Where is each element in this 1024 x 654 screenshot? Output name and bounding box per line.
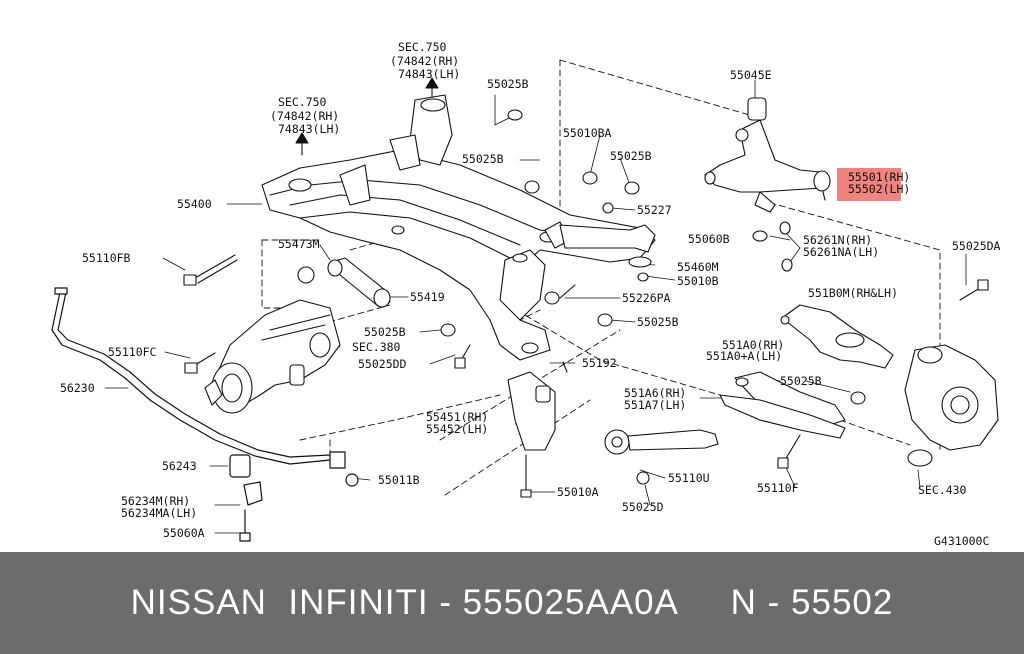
link-55419	[297, 257, 391, 308]
sec750-arrows	[295, 77, 439, 156]
label-55502: 55502(LH)	[848, 182, 910, 196]
label-55025b-5: 55025B	[364, 325, 406, 339]
label-55010b: 55010B	[677, 274, 719, 288]
label-sec380: SEC.380	[352, 340, 401, 354]
label-551a0: 551A0(RH)	[722, 338, 784, 352]
label-55110fb: 55110FB	[82, 251, 131, 265]
label-55045e: 55045E	[730, 68, 772, 82]
label-55060b: 55060B	[688, 232, 730, 246]
lower-links	[719, 371, 846, 439]
label-551a0a: 551A0+A(LH)	[706, 349, 782, 363]
stabilizer-bar	[51, 287, 359, 542]
knuckle	[904, 344, 999, 467]
diagram-ref-code: G431000C	[934, 534, 989, 548]
label-55501: 55501(RH)	[848, 170, 910, 184]
label-56230: 56230	[60, 381, 95, 395]
label-55011b: 55011B	[378, 473, 420, 487]
label-56261na: 56261NA(LH)	[803, 245, 879, 259]
label-55226pa: 55226PA	[622, 291, 671, 305]
label-55400: 55400	[177, 197, 212, 211]
label-55451: 55451(RH)	[426, 410, 488, 424]
toe-link	[604, 429, 719, 455]
part-number-banner: NISSAN INFINITI - 555025AA0A N - 55502	[0, 552, 1024, 654]
label-55025b-4: 55025B	[637, 315, 679, 329]
bracket-55451	[507, 371, 556, 498]
label-55025b-1: 55025B	[487, 77, 529, 91]
label-55060a: 55060A	[163, 526, 205, 540]
bolts	[183, 109, 989, 485]
parts-diagram: SEC.750 (74842(RH) 74843(LH) SEC.750 (74…	[51, 40, 1001, 548]
label-551a6: 551A6(RH)	[624, 386, 686, 400]
part-highlight	[837, 168, 901, 201]
label-56261n: 56261N(RH)	[803, 233, 872, 247]
part-labels: SEC.750 (74842(RH) 74843(LH) SEC.750 (74…	[60, 40, 1001, 548]
link-55227	[559, 224, 656, 268]
label-74842-top: (74842(RH)	[390, 54, 459, 68]
label-55192: 55192	[582, 356, 617, 370]
label-55473m: 55473M	[278, 237, 320, 251]
lower-arm-551b0m	[780, 304, 894, 369]
label-55110fc: 55110FC	[108, 345, 157, 359]
label-55110f: 55110F	[757, 481, 799, 495]
part-number-text: NISSAN INFINITI - 555025AA0A N - 55502	[130, 583, 894, 622]
label-55025da: 55025DA	[952, 239, 1001, 253]
label-55452: 55452(LH)	[426, 422, 488, 436]
label-74843-left: 74843(LH)	[278, 122, 340, 136]
label-55025b-3: 55025B	[610, 149, 652, 163]
upper-arm	[704, 97, 831, 213]
label-74843-top: 74843(LH)	[398, 67, 460, 81]
label-551b0m: 551B0M(RH&LH)	[808, 286, 898, 300]
label-74842-left: (74842(RH)	[270, 109, 339, 123]
label-sec430: SEC.430	[918, 483, 967, 497]
label-56234ma: 56234MA(LH)	[121, 506, 197, 520]
label-551a7: 551A7(LH)	[624, 398, 686, 412]
label-sec750-top: SEC.750	[398, 40, 447, 54]
label-55227: 55227	[637, 203, 672, 217]
label-56234m: 56234M(RH)	[121, 494, 190, 508]
label-55010ba: 55010BA	[563, 126, 612, 140]
label-55110u: 55110U	[668, 471, 710, 485]
label-55025d: 55025D	[622, 500, 664, 514]
label-55010a: 55010A	[557, 485, 599, 499]
label-55025dd: 55025DD	[358, 357, 407, 371]
label-55419: 55419	[410, 290, 445, 304]
label-55025b-6: 55025B	[780, 374, 822, 388]
label-55025b-2: 55025B	[462, 152, 504, 166]
differential	[204, 299, 341, 414]
label-55460m: 55460M	[677, 260, 719, 274]
label-sec750-left: SEC.750	[278, 95, 327, 109]
label-56243: 56243	[162, 459, 197, 473]
